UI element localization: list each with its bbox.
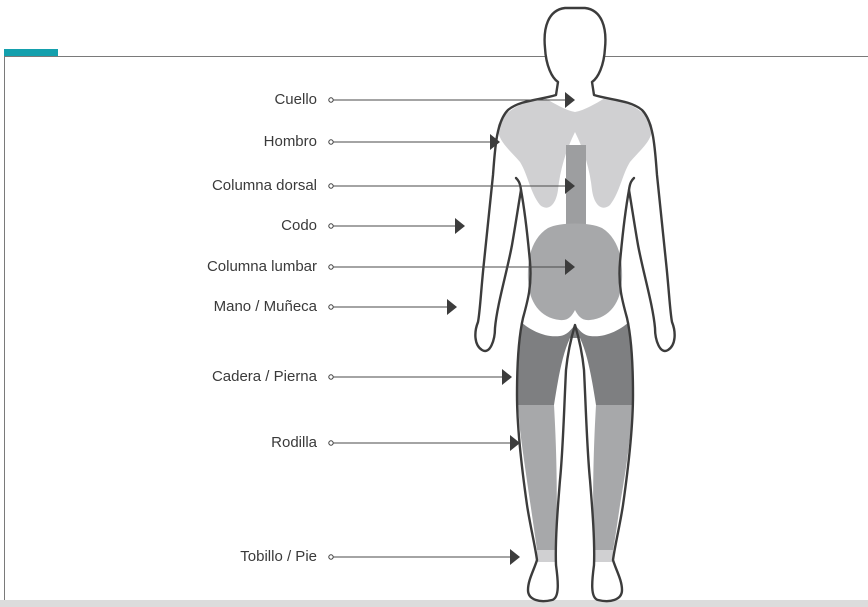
- callout-dot-rodilla: [329, 441, 333, 445]
- callout-arrowhead-codo: [455, 218, 465, 234]
- label-rodilla: Rodilla: [57, 434, 317, 452]
- callout-dot-mano-muneca: [329, 305, 333, 309]
- lumbar-region: [528, 224, 622, 321]
- knee-lower-leg-region: [518, 405, 632, 550]
- label-columna-lumbar: Columna lumbar: [57, 258, 317, 276]
- hip-leg-region: [518, 322, 633, 405]
- label-hombro: Hombro: [57, 133, 317, 151]
- callout-arrowhead-cadera-pierna: [502, 369, 512, 385]
- callout-dot-codo: [329, 224, 333, 228]
- callout-dot-tobillo-pie: [329, 555, 333, 559]
- callout-arrowhead-tobillo-pie: [510, 549, 520, 565]
- callout-dot-cadera-pierna: [329, 375, 333, 379]
- callout-dot-cuello: [329, 98, 333, 102]
- callout-dot-columna-dorsal: [329, 184, 333, 188]
- callout-dot-columna-lumbar: [329, 265, 333, 269]
- callout-dot-hombro: [329, 140, 333, 144]
- label-cadera-pierna: Cadera / Pierna: [57, 368, 317, 386]
- label-codo: Codo: [57, 217, 317, 235]
- label-tobillo-pie: Tobillo / Pie: [57, 548, 317, 566]
- callout-arrowhead-mano-muneca: [447, 299, 457, 315]
- label-columna-dorsal: Columna dorsal: [57, 177, 317, 195]
- ankle-region: [537, 550, 613, 562]
- label-cuello: Cuello: [57, 91, 317, 109]
- label-mano-muneca: Mano / Muñeca: [57, 298, 317, 316]
